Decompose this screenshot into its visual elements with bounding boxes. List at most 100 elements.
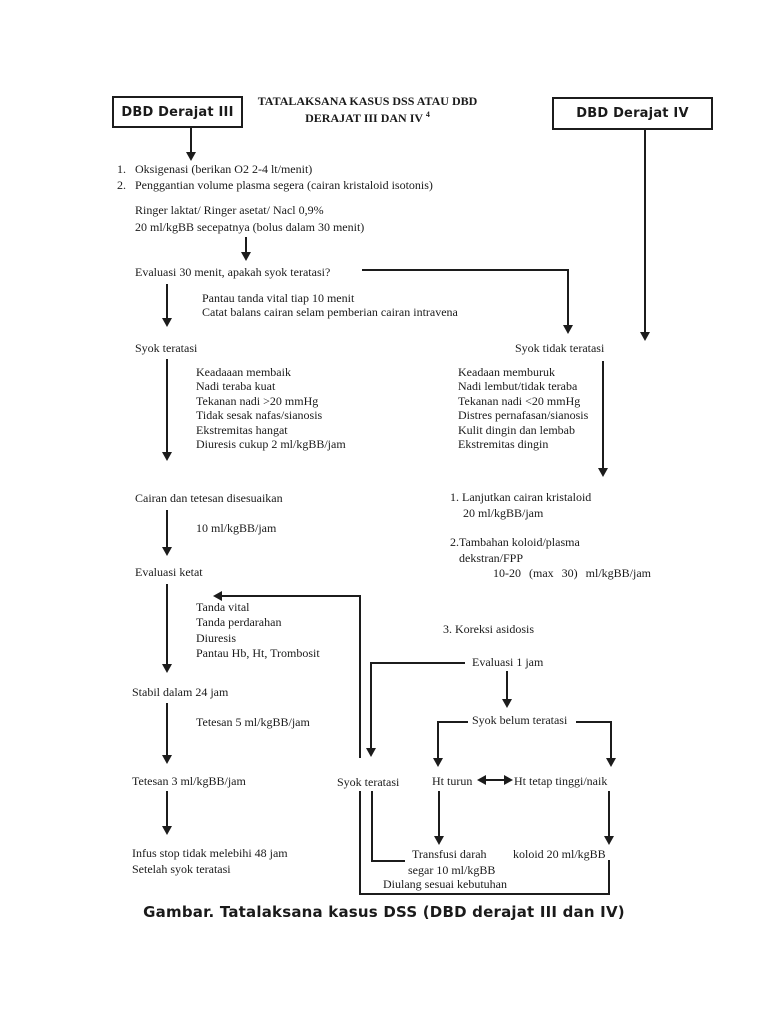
list-line: Catat balans cairan selam pemberian cair… <box>202 305 458 319</box>
node-tetesan-3: Tetesan 3 ml/kgBB/jam <box>132 774 246 788</box>
arrow-feedback-left-head <box>213 591 222 601</box>
arrow-box3-down-line <box>190 128 192 153</box>
label-tetesan-5: Tetesan 5 ml/kgBB/jam <box>196 715 310 729</box>
arrow-httetap-head <box>606 758 616 767</box>
page-title-line2: DERAJAT III DAN IV 4 <box>305 110 430 125</box>
arrow-box4-down-head <box>640 332 650 341</box>
node-dbd-derajat-4-label: DBD Derajat IV <box>576 106 689 121</box>
arrow-htturun-head <box>433 758 443 767</box>
list-line: Diuresis <box>196 630 236 645</box>
loop-bottom-h <box>359 893 610 895</box>
node-ht-turun: Ht turun <box>432 774 473 788</box>
arrow-ht-double-right-head <box>504 775 513 785</box>
list-line: Infus stop tidak melebihi 48 jam <box>132 846 288 860</box>
arrow-box3-down-head <box>186 152 196 161</box>
lanjutkan-line2: 20 ml/kgBB/jam <box>463 506 544 520</box>
list-line: Tidak sesak nafas/sianosis <box>196 408 323 423</box>
label-10ml-kgbb-jam: 10 ml/kgBB/jam <box>196 521 277 535</box>
node-syok-teratasi: Syok teratasi <box>135 341 198 355</box>
arrow-ht-double-line <box>485 779 505 781</box>
list-line: Pantau tanda vital tiap 10 menit <box>202 291 355 305</box>
node-lanjutkan-kristaloid: 1. Lanjutkan cairan kristaloid 20 ml/kgB… <box>450 489 591 521</box>
elbow-evaluasi30-right-v <box>567 269 569 326</box>
node-dbd-derajat-4: DBD Derajat IV <box>552 97 713 130</box>
node-syok-teratasi-2: Syok teratasi <box>337 775 400 789</box>
lanjutkan-line1: 1. Lanjutkan cairan kristaloid <box>450 490 592 504</box>
arrow-evaluasi1jam-down-head <box>502 699 512 708</box>
figure-caption: Gambar. Tatalaksana kasus DSS (DBD deraj… <box>143 903 625 921</box>
list-line: Keadaaan membaik <box>196 365 291 379</box>
bracket-syokbelum-right-h <box>576 721 612 723</box>
node-koloid-20ml: koloid 20 ml/kgBB <box>513 847 606 861</box>
elbow-evaluasi1jam-left-v <box>370 662 372 749</box>
list-line: Setelah syok teratasi <box>132 862 231 876</box>
node-evaluasi-ketat: Evaluasi ketat <box>135 565 203 579</box>
node-koreksi-asidosis: 3. Koreksi asidosis <box>443 622 534 636</box>
node-transfusi-segar: segar 10 ml/kgBB <box>408 863 496 877</box>
list-line: Pantau Hb, Ht, Trombosit <box>196 646 320 661</box>
page-title: TATALAKSANA KASUS DSS ATAU DBD DERAJAT I… <box>250 94 485 125</box>
loop-transfusi-h <box>371 860 405 862</box>
arrow-syoktidak-lanjutkan-line <box>602 361 604 469</box>
node-ht-tetap-tinggi: Ht tetap tinggi/naik <box>514 774 608 788</box>
node-ringer: Ringer laktat/ Ringer asetat/ Nacl 0,9% 2… <box>135 202 364 236</box>
list-line: Tekanan nadi >20 mmHg <box>196 393 319 408</box>
arrow-htturun-transfusi-line <box>438 791 440 837</box>
arrow-syokteratasi-cairan-line <box>166 359 168 453</box>
node-transfusi-darah: Transfusi darah <box>412 847 487 861</box>
list-line: Nadi lembut/tidak teraba <box>458 379 578 394</box>
step-1-text: Oksigenasi (berikan O2 2-4 lt/menit) <box>135 162 313 176</box>
list-line: Diuresis cukup 2 ml/kgBB/jam <box>196 437 346 452</box>
arrow-cairan-evaluasiketat-head <box>162 547 172 556</box>
list-line: Keadaan memburuk <box>458 365 555 379</box>
list-line: Kulit dingin dan lembab <box>458 422 575 437</box>
node-diulang: Diulang sesuai kebutuhan <box>383 877 507 891</box>
list-line: Ekstremitas dingin <box>458 437 549 452</box>
arrow-stabil-tetesan3-line <box>166 703 168 756</box>
tambahan-line3: 10-20 (max 30) ml/kgBB/jam <box>493 566 651 581</box>
arrow-httetap-koloid-line <box>608 791 610 837</box>
list-line: Tekanan nadi <20 mmHg <box>458 393 581 408</box>
bracket-syokbelum-left-h <box>438 721 468 723</box>
tambahan-line1: 2.Tambahan koloid/plasma <box>450 535 580 549</box>
arrow-evaluasiketat-stabil-head <box>162 664 172 673</box>
list-line: Tanda perdarahan <box>196 615 282 630</box>
step-2: 2. Penggantian volume plasma segera (cair… <box>117 178 433 192</box>
arrow-syoktidak-lanjutkan-head <box>598 468 608 477</box>
feedback-left-h <box>222 595 361 597</box>
arrow-box4-down-line <box>644 130 646 333</box>
arrow-tetesan3-infus-head <box>162 826 172 835</box>
node-dbd-derajat-3: DBD Derajat III <box>112 96 243 128</box>
step-2-text: Penggantian volume plasma segera (cairan… <box>135 178 433 192</box>
node-stabil-24-jam: Stabil dalam 24 jam <box>132 685 229 699</box>
node-dbd-derajat-3-label: DBD Derajat III <box>121 104 234 120</box>
bracket-syokbelum-right-v <box>610 721 612 759</box>
arrow-syokteratasi-cairan-head <box>162 452 172 461</box>
arrow-evaluasi-syokteratasi-head <box>162 318 172 327</box>
node-evaluasi-30-menit: Evaluasi 30 menit, apakah syok teratasi? <box>135 265 331 279</box>
step-2-number: 2. <box>117 178 126 192</box>
arrow-stabil-tetesan3-head <box>162 755 172 764</box>
arrow-cairan-evaluasiketat-line <box>166 510 168 548</box>
loop-koloid-v <box>608 860 610 895</box>
arrow-ringer-evaluasi-line <box>245 237 247 253</box>
node-syok-belum-teratasi: Syok belum teratasi <box>472 713 568 727</box>
step-1-number: 1. <box>117 162 126 176</box>
list-line: Ringer laktat/ Ringer asetat/ Nacl 0,9% <box>135 203 324 217</box>
node-evaluasi-1-jam: Evaluasi 1 jam <box>472 655 544 669</box>
elbow-evaluasi30-right-h <box>362 269 569 271</box>
feedback-left-v <box>359 595 361 758</box>
list-line: Nadi teraba kuat <box>196 379 276 394</box>
title-footnote-ref: 4 <box>425 110 430 119</box>
list-line: 20 ml/kgBB secepatnya (bolus dalam 30 me… <box>135 220 365 234</box>
list-line: Distres pernafasan/sianosis <box>458 408 589 423</box>
list-line: Ekstremitas hangat <box>196 422 288 437</box>
arrow-ringer-evaluasi-head <box>241 252 251 261</box>
elbow-evaluasi1jam-left-h <box>372 662 465 664</box>
arrow-ht-double-left-head <box>477 775 486 785</box>
arrow-evaluasi1jam-syokteratasi-head <box>366 748 376 757</box>
